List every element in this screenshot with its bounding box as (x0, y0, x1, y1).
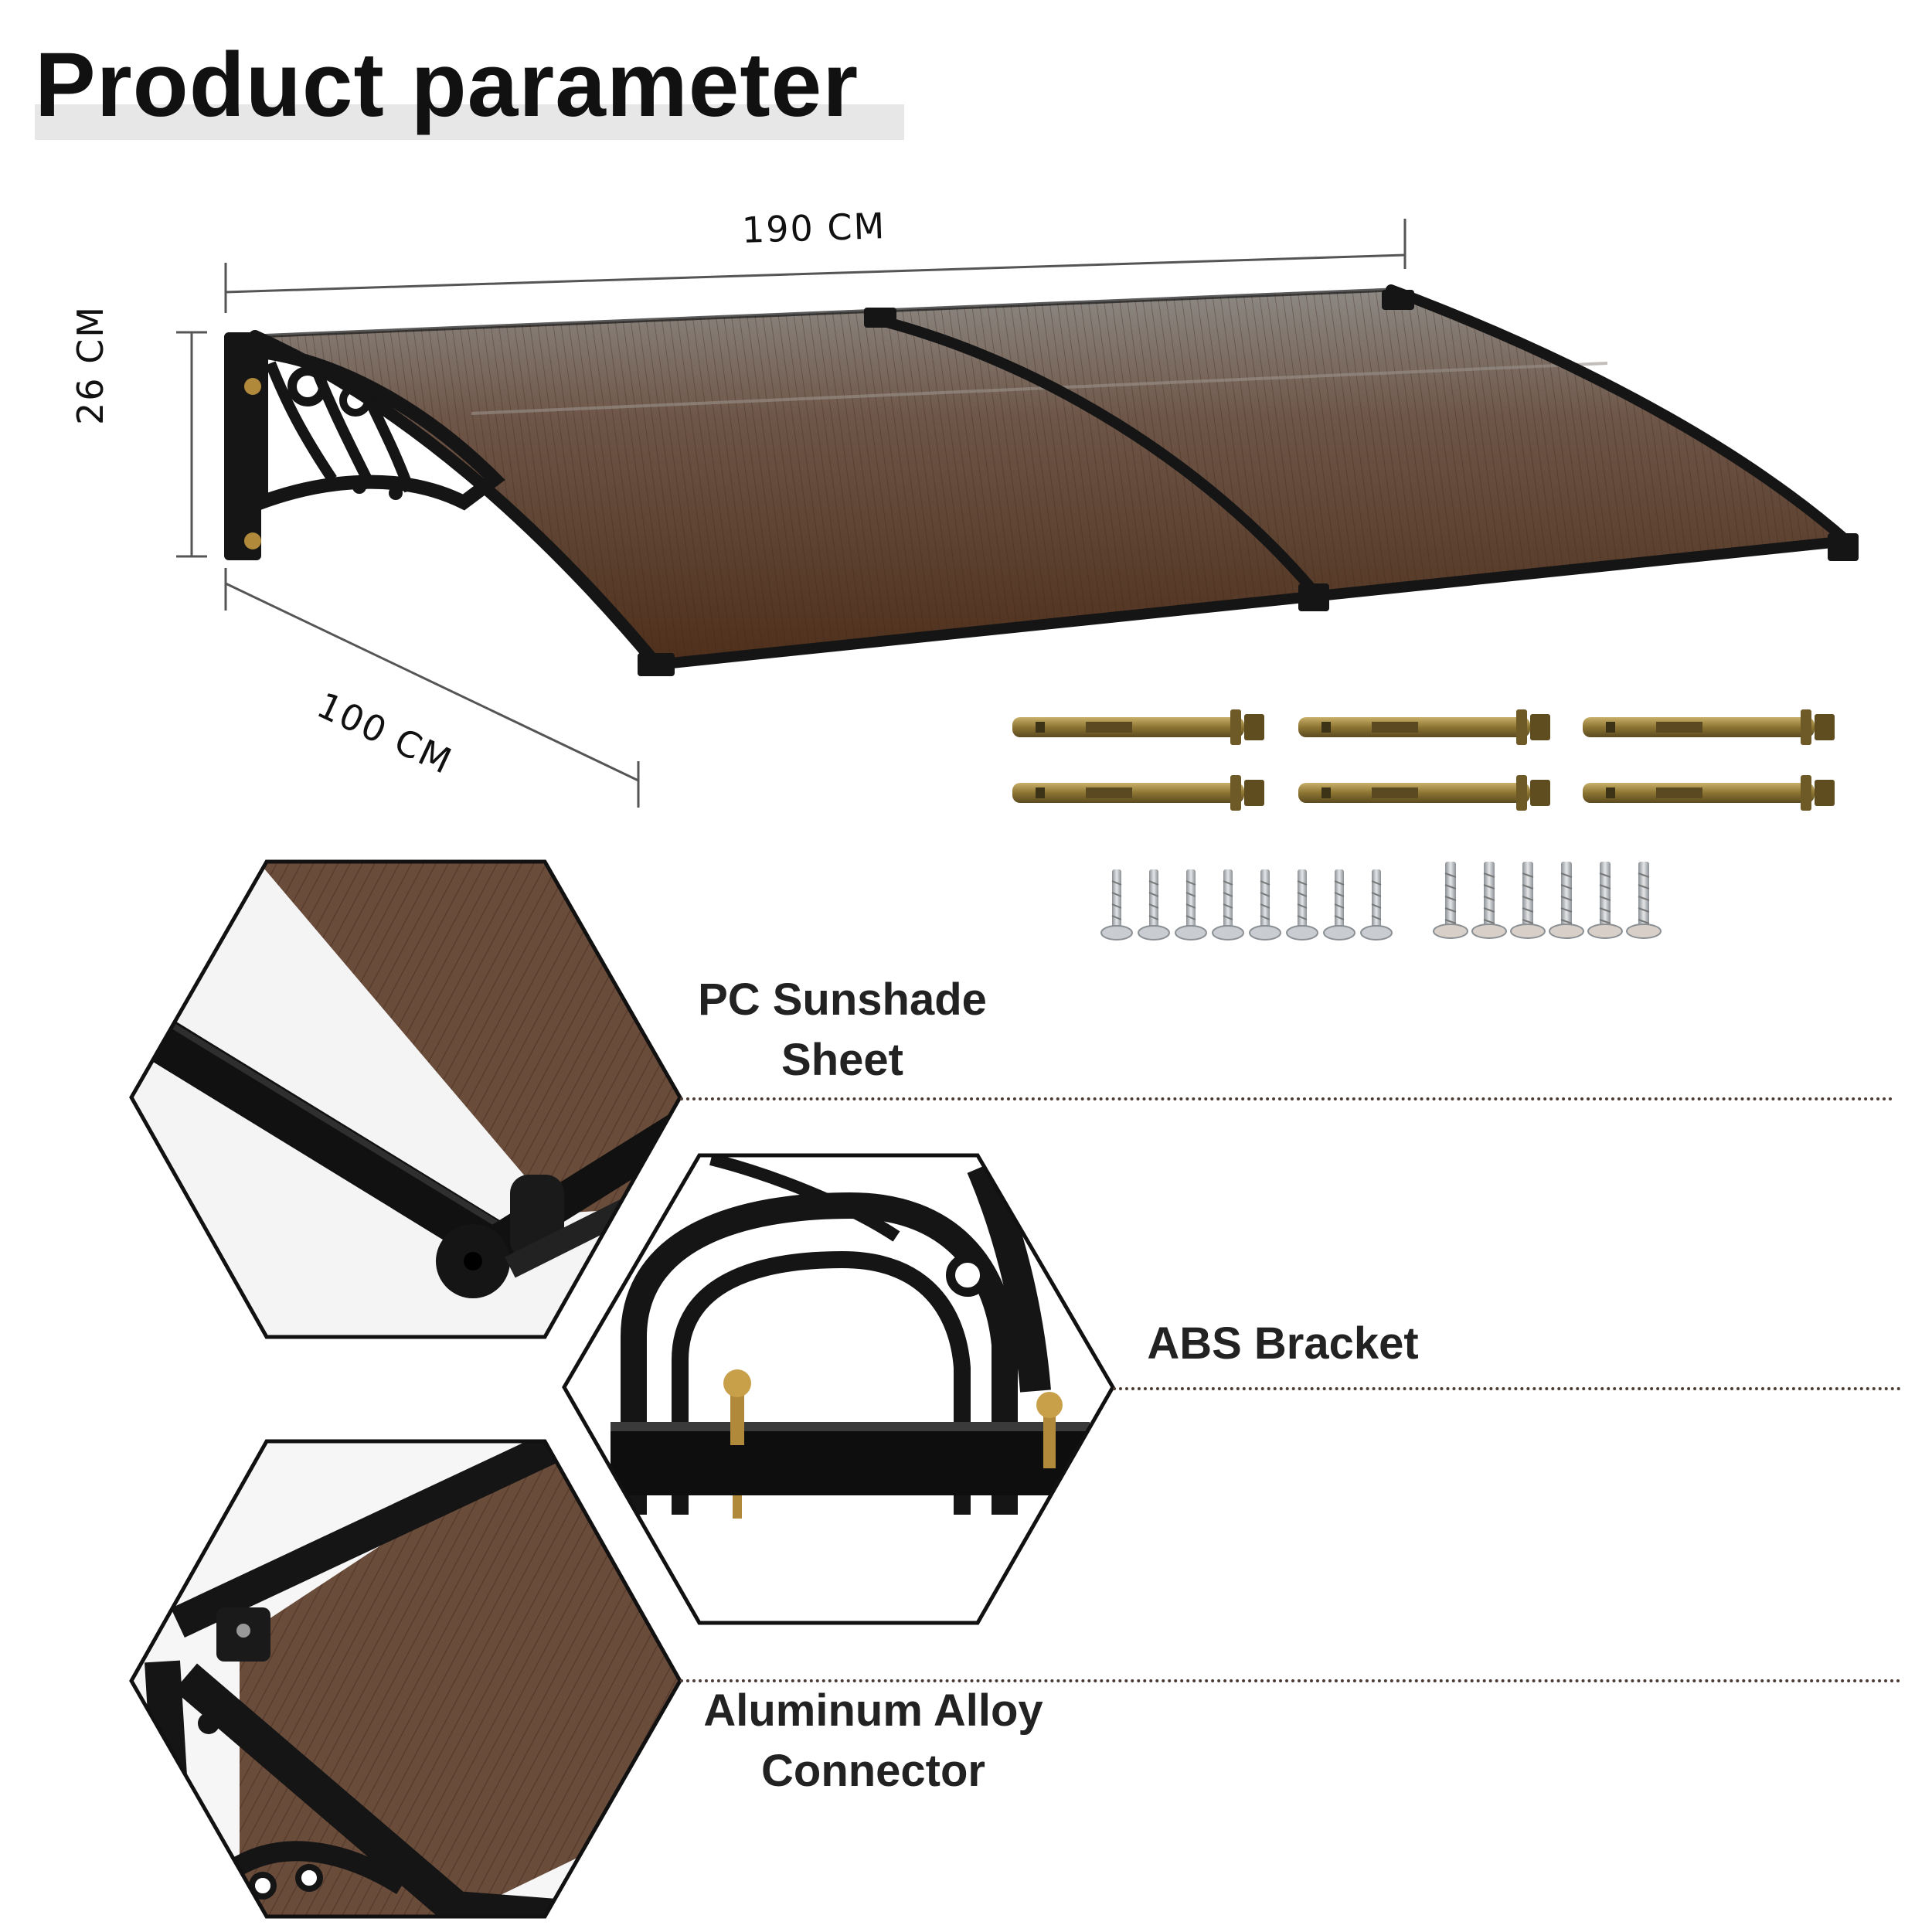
screw (1212, 869, 1244, 940)
detail-hexagon-bracket (562, 1153, 1115, 1625)
feature-label-abs-bracket: ABS Bracket (1113, 1314, 1453, 1374)
feature-label-pc-sheet: PC Sunshade Sheet (672, 970, 1012, 1090)
screw (1175, 869, 1207, 940)
awning-sheet (255, 290, 1847, 665)
wall-bracket (224, 332, 505, 560)
anchor-bolt (1298, 709, 1550, 745)
screw (1323, 869, 1355, 940)
anchor-bolt (1012, 709, 1264, 745)
anchor-bolt (1583, 775, 1835, 811)
screw (1286, 869, 1318, 940)
screw (1510, 862, 1546, 939)
screw (1100, 869, 1133, 940)
dimension-lines (176, 219, 1406, 808)
feature-label-line: PC Sunshade (698, 975, 987, 1025)
screw (1138, 869, 1170, 940)
callout-line-abs-bracket (1113, 1387, 1901, 1390)
screw (1249, 869, 1281, 940)
screw (1360, 869, 1393, 940)
title-underline-band (35, 104, 904, 140)
feature-label-connector: Aluminum Alloy Connector (680, 1681, 1066, 1801)
height-dimension-label: 26 CM (70, 305, 111, 425)
anchor-bolt (1583, 709, 1835, 745)
screw (1549, 862, 1584, 939)
page-title: Product parameter (35, 34, 859, 136)
feature-label-line: Connector (761, 1746, 985, 1796)
frame-end-caps (638, 290, 1859, 676)
anchor-bolts (1012, 709, 1835, 811)
detail-hexagon-sheet (129, 859, 682, 1339)
feature-label-line: Aluminum Alloy (703, 1685, 1043, 1736)
callout-line-pc-sheet (680, 1097, 1893, 1100)
detail-hexagon-connector (129, 1439, 682, 1919)
screws (1100, 862, 1662, 940)
feature-label-line: Sheet (781, 1035, 903, 1085)
screw (1587, 862, 1623, 939)
screw (1626, 862, 1662, 939)
screw (1433, 862, 1468, 939)
anchor-bolt (1012, 775, 1264, 811)
screw (1471, 862, 1507, 939)
width-dimension-label: 190 CM (741, 205, 887, 251)
callout-line-connector (680, 1679, 1901, 1682)
feature-label-line: ABS Bracket (1147, 1318, 1419, 1369)
anchor-bolt (1298, 775, 1550, 811)
